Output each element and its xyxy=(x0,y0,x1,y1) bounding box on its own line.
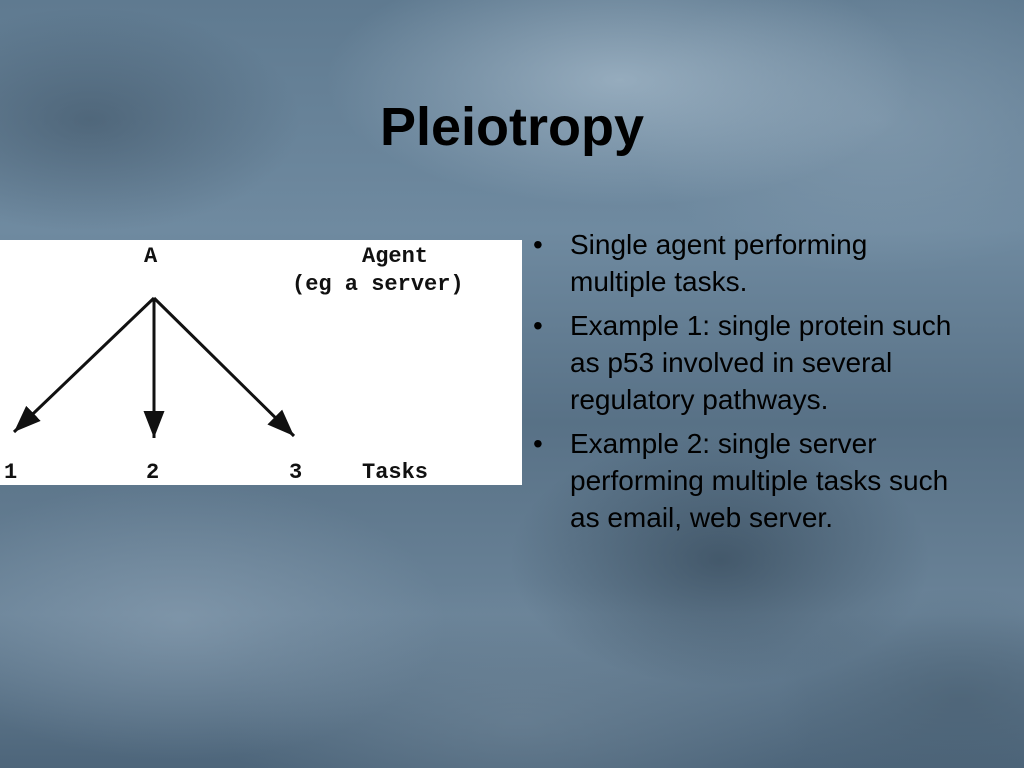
bullet-text: Single agent performing multiple tasks. xyxy=(570,229,868,297)
bullet-text: Example 2: single server performing mult… xyxy=(570,428,949,533)
arrow-to-task-3 xyxy=(152,296,296,438)
bullet-marker: • xyxy=(533,229,543,260)
tasks-label: Tasks xyxy=(362,460,428,485)
bullet-list: • Single agent performing multiple tasks… xyxy=(533,226,953,543)
agent-label: Agent xyxy=(362,244,428,269)
task-label-2: 2 xyxy=(146,460,159,485)
arrow-to-task-1 xyxy=(12,296,156,434)
bullet-item: • Example 1: single protein such as p53 … xyxy=(533,307,953,418)
bullet-item: • Example 2: single server performing mu… xyxy=(533,425,953,536)
agent-sublabel: (eg a server) xyxy=(292,272,464,297)
task-label-1: 1 xyxy=(4,460,17,485)
bullet-marker: • xyxy=(533,310,543,341)
source-label: A xyxy=(144,244,158,269)
bullet-text: Example 1: single protein such as p53 in… xyxy=(570,310,952,415)
slide-title: Pleiotropy xyxy=(379,97,645,157)
pleiotropy-diagram: A Agent (eg a server) 1 2 3 Tasks xyxy=(0,240,522,485)
diagram-svg: A Agent (eg a server) 1 2 3 Tasks xyxy=(4,244,464,485)
task-label-3: 3 xyxy=(289,460,302,485)
bullet-marker: • xyxy=(533,428,543,459)
bullet-item: • Single agent performing multiple tasks… xyxy=(533,226,953,300)
